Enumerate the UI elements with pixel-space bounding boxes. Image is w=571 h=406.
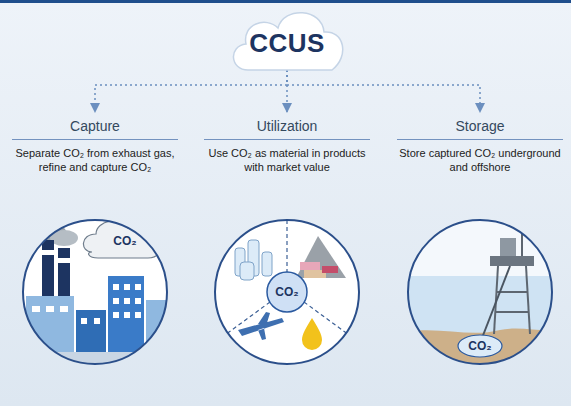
illustration-circle: CO₂ [23, 220, 167, 364]
dotted-connector [95, 70, 287, 112]
illustration-circle: CO₂ [215, 220, 359, 364]
co2-label: CO₂ [468, 339, 491, 353]
co2-label: CO₂ [275, 285, 298, 299]
utilization-circle [215, 220, 359, 364]
stage-heading: Capture [12, 116, 178, 140]
storage-circle [408, 220, 552, 364]
products-illustration [212, 218, 362, 368]
dotted-connector [287, 70, 480, 112]
capture-circle [23, 220, 167, 364]
factory-illustration [20, 218, 170, 372]
stage-description: Separate CO₂ from exhaust gas, refine an… [6, 140, 184, 175]
stage-column: UtilizationUse CO₂ as material in produc… [198, 112, 376, 175]
cloud-node: CCUS [226, 4, 348, 76]
top-band [0, 0, 571, 3]
stage-column: StorageStore captured CO₂ underground an… [391, 112, 569, 175]
main-title: CCUS [249, 27, 325, 58]
stage-description: Store captured CO₂ underground and offsh… [391, 140, 569, 175]
stage-heading: Storage [397, 116, 563, 140]
offshore-illustration [405, 218, 555, 368]
stage-column: CaptureSeparate CO₂ from exhaust gas, re… [6, 112, 184, 175]
stage-description: Use CO₂ as material in products with mar… [198, 140, 376, 175]
co2-label: CO₂ [113, 234, 136, 248]
stage-heading: Utilization [204, 116, 370, 140]
illustration-circle: CO₂ [408, 220, 552, 364]
